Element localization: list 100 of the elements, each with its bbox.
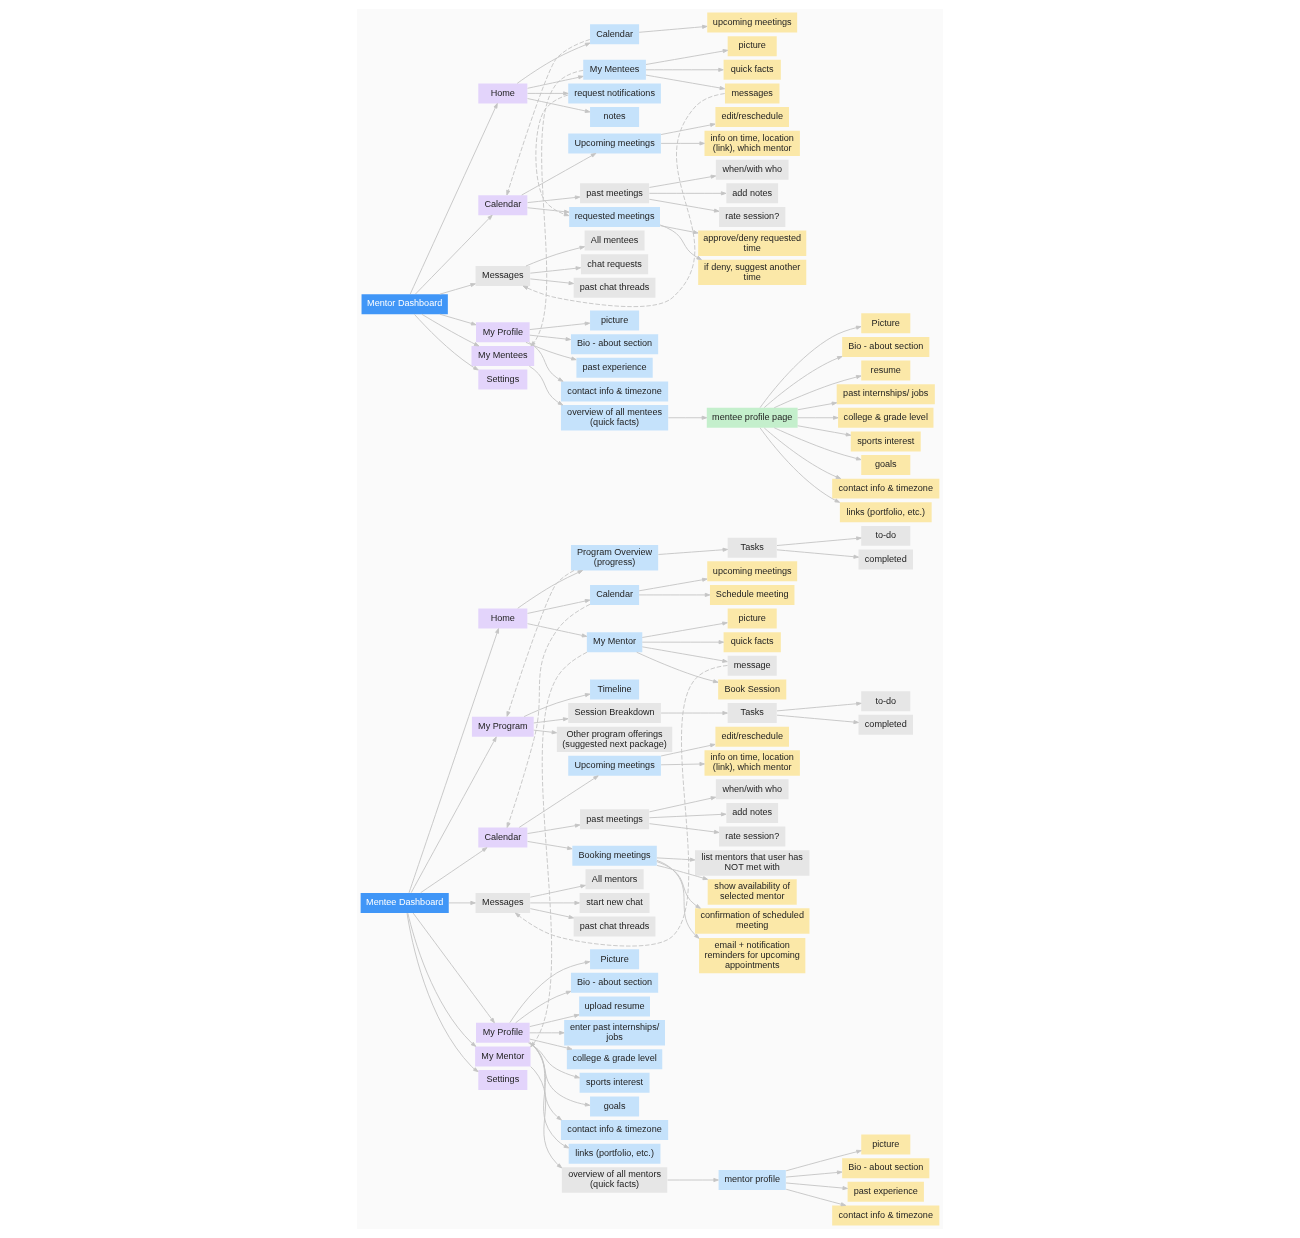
node-box: upcoming meetings — [707, 12, 798, 33]
arrow — [529, 321, 591, 330]
node-box: overview of all mentors (quick facts) — [561, 1167, 668, 1193]
arrow — [530, 651, 588, 1048]
node-box: Schedule meeting — [709, 584, 795, 605]
arrow — [638, 24, 708, 33]
node-box: contact info & timezone — [832, 478, 940, 499]
arrow — [529, 1042, 562, 1121]
node-box: enter past internships/ jobs — [564, 1020, 665, 1046]
arrow — [506, 39, 591, 196]
node-box: chat requests — [580, 254, 649, 275]
arrow — [763, 427, 842, 479]
arrow — [660, 122, 716, 135]
node-box: quick facts — [723, 632, 781, 653]
arrow — [535, 94, 570, 217]
arrow — [667, 1177, 719, 1183]
arrow — [439, 283, 476, 295]
node-box: picture — [727, 36, 777, 57]
arrow — [759, 427, 841, 503]
node-box: completed — [858, 714, 913, 735]
node-box: All mentees — [584, 230, 645, 251]
arrow — [517, 570, 583, 609]
node-box: My Profile — [476, 1022, 530, 1043]
node-box: Program Overview (progress) — [570, 544, 659, 571]
arrow — [529, 278, 574, 286]
arrow — [515, 990, 572, 1024]
node-box: message — [727, 655, 777, 676]
node-box: My Mentor — [475, 1046, 531, 1067]
arrow — [528, 365, 564, 406]
arrow — [645, 67, 724, 72]
arrow — [527, 75, 584, 89]
node-box: My Program — [471, 716, 534, 737]
arrow — [530, 69, 584, 347]
node-box: Calendar — [590, 24, 640, 45]
node-box: contact info & timezone — [560, 381, 669, 402]
node-box: goals — [861, 455, 911, 475]
arrow — [776, 714, 859, 725]
arrow — [420, 847, 488, 894]
node-box: when/with who — [715, 779, 789, 800]
node-box: goals — [590, 1096, 640, 1117]
arrow — [525, 245, 585, 267]
arrow — [530, 1066, 563, 1169]
node-box: Tasks — [727, 703, 777, 724]
node-box: Booking meetings — [572, 845, 657, 866]
arrow — [406, 912, 479, 1073]
node-box: overview of all mentees (quick facts) — [560, 405, 669, 431]
node-box: resume — [861, 360, 911, 381]
arrow — [527, 623, 588, 638]
node-box: past experience — [576, 357, 653, 378]
arrow — [527, 599, 591, 614]
node-box: past chat threads — [573, 916, 656, 937]
node-box: picture — [590, 310, 640, 331]
arrow — [409, 103, 498, 295]
node-box: Settings — [478, 369, 528, 390]
arrow — [641, 640, 725, 645]
node-box: approve/deny requested time — [698, 230, 807, 257]
node-box: My Mentor — [586, 632, 643, 653]
node-box: add notes — [726, 803, 779, 823]
node-box: to-do — [861, 525, 911, 546]
node-box: sports interest — [850, 431, 921, 452]
node-box: Home — [478, 83, 528, 104]
arrow — [785, 1188, 847, 1207]
arrow — [527, 841, 573, 851]
arrow — [529, 884, 586, 898]
node-box: Settings — [478, 1070, 528, 1091]
arrow — [648, 796, 717, 813]
node-box: My Mentees — [583, 59, 646, 80]
arrow — [656, 864, 709, 881]
node-box: college & grade level — [838, 407, 934, 428]
arrow — [759, 325, 862, 409]
node-box: info on time, location (link), which mentor — [704, 130, 800, 157]
node-box: if deny, suggest another time — [698, 259, 807, 286]
arrow — [660, 762, 705, 767]
arrow — [516, 42, 591, 84]
node-box: email + notification reminders for upcoming appointments — [699, 937, 806, 974]
node-box: Tasks — [727, 537, 777, 558]
arrow — [656, 857, 696, 862]
node-box: upload resume — [579, 996, 650, 1017]
arrow — [413, 313, 479, 371]
node-box: rate session? — [719, 207, 786, 227]
arrow — [527, 195, 581, 204]
arrow — [776, 549, 859, 559]
arrow — [648, 812, 727, 819]
node-box: completed — [858, 549, 913, 570]
arrow — [407, 912, 477, 1047]
arrow — [667, 415, 708, 420]
node-box: All mentors — [585, 869, 644, 890]
arrow — [636, 651, 719, 684]
node-box: list mentors that user has NOT met with — [694, 850, 810, 876]
node-box: Bio - about section — [842, 336, 930, 357]
arrow — [412, 912, 495, 1024]
node-box: Home — [478, 608, 528, 629]
arrow — [529, 1013, 580, 1028]
arrow — [785, 1182, 848, 1191]
node-box: college & grade level — [566, 1049, 663, 1070]
arrow — [528, 342, 564, 382]
arrow — [506, 570, 575, 717]
arrow — [648, 823, 720, 834]
node-box: requested meetings — [569, 207, 660, 227]
arrow — [415, 214, 493, 295]
